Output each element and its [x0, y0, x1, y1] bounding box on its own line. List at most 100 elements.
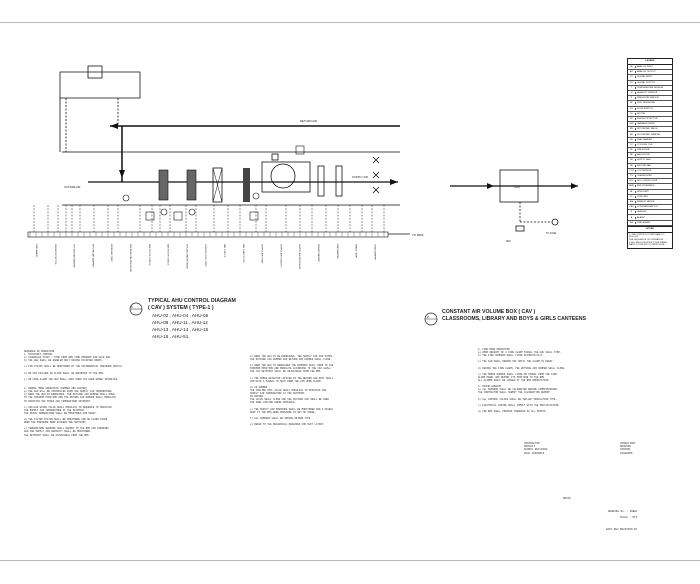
- cav-title-number: 2: [427, 315, 429, 319]
- legend-symbol: AO: [628, 71, 636, 74]
- title-block-line: HVAC CONTROLS: [524, 451, 545, 455]
- notes-line: 1. OCCUPANCY CONTROL: [24, 353, 53, 357]
- point-label: MIXED AIR TEMP: [110, 244, 113, 262]
- gauge-symbol: [188, 208, 196, 216]
- notes-line: 2. NORMAL MODE OPERATION (SUMMER AND WIN…: [24, 387, 88, 391]
- top-border-line: [0, 22, 700, 23]
- notes-line: FOR FREE COOLING WHERE POSSIBLE.: [250, 401, 296, 405]
- notes-line: ALARM PANEL AND REPORT ITS POSITION TO T…: [478, 375, 546, 379]
- notes-line: g) REFER TO THE MECHANICAL DRAWINGS FOR …: [250, 423, 325, 427]
- bottom-border-line: [0, 560, 700, 561]
- drawing-number: DRAWING No. : SHEET: [608, 510, 638, 513]
- notes-line: IN WINTER :: [250, 395, 266, 399]
- cav-box: [499, 169, 539, 203]
- notes-line: INITIATE A SIGNAL TO SHUT DOWN THE FAN U…: [250, 379, 322, 383]
- notes-line: c) THE FAN SHALL REMAIN OFF UNTIL THE AL…: [478, 360, 555, 364]
- point-label: BAG FILTER STATUS: [167, 244, 170, 266]
- sensor-symbol: [295, 145, 305, 155]
- notes-line: SUPPLY AIR TEMPERATURE AT THE SETPOINT.: [250, 392, 306, 396]
- supply-fan: [270, 163, 296, 189]
- point-label: SMOKE DETECTOR: [54, 244, 56, 265]
- legend-symbol: MD: [628, 133, 636, 136]
- sheet-number: SCALE : NTS: [620, 516, 638, 519]
- legend-symbol: DO: [628, 81, 636, 84]
- title-block-line: DRAWING: [620, 445, 631, 449]
- diagram-subtitle: ( CAV ) SYSTEM ( TYPE-1 ): [148, 305, 214, 311]
- legend-note-line: THE SEQUENCE OF OPERATION.: [629, 239, 664, 241]
- legend-description: FIRE DAMPER: [637, 138, 652, 141]
- legend-symbol: DP: [628, 102, 636, 105]
- notes-line: e) ON FIRE ALARM THE AHU SHALL SHUT DOWN…: [24, 377, 119, 381]
- legend-description: MOTORIZED VALVE: [637, 128, 658, 131]
- legend-description: CONSTANT AIR VOL.: [637, 206, 659, 209]
- notes-line: TO MAINTAIN THE MIXED AIR TEMPERATURE SE…: [24, 399, 92, 403]
- notes-line: d) IN SUMMER :: [250, 385, 271, 389]
- notes-line: a) WHEN THE AHU IS DE-ENERGIZED, THE SUP…: [250, 355, 334, 358]
- notes-line: THE COOLING COIL VALVE SHALL MODULATE TO…: [250, 389, 327, 393]
- point-label: FAN START/STOP: [242, 244, 245, 263]
- notes-line: c) FAN STATUS SHALL BE MONITORED BY THE …: [24, 365, 123, 369]
- cooling-coil-cross: [212, 167, 223, 203]
- legend-description: DDC CONTROLLER: [637, 180, 658, 183]
- pre-filter: [158, 169, 169, 201]
- damper-mark: [372, 156, 380, 164]
- cooling-coil: [212, 167, 223, 203]
- legend-symbol: DI: [628, 76, 636, 79]
- point-label: OUTSIDE AIR DAMPER: [73, 244, 76, 268]
- point-label: SMOKE DAMPER: [317, 244, 320, 262]
- notes-line: c) ELECTRICAL WIRING SHALL COMPLY WITH T…: [478, 403, 560, 407]
- legend-description: HUMIDITY SENSOR: [637, 92, 658, 95]
- title-circle: [129, 302, 143, 316]
- title-block-line: CONTROL: [620, 448, 631, 452]
- legend-symbol: VFD: [628, 123, 636, 126]
- legend-symbol: TS: [628, 175, 636, 178]
- cav-title: CONSTANT AIR VOLUME BOX ( CAV ): [442, 309, 536, 315]
- legend-symbol: T: [628, 86, 636, 89]
- point-label: FIRE DAMPER: [336, 244, 339, 259]
- control-valve-box: [87, 65, 103, 79]
- legend-description: BMS INTERFACE: [637, 185, 655, 188]
- legend-title: LEGEND: [628, 59, 672, 65]
- legend-description: DIGITAL OUTPUT: [637, 81, 655, 84]
- legend-symbol: CO2: [628, 169, 636, 172]
- legend-symbol: LL: [628, 195, 636, 198]
- fan-housing: [261, 161, 311, 193]
- legend-description: ANALOG OUTPUT: [637, 71, 656, 74]
- outside-air-label: OUTSIDE AIR: [64, 185, 81, 189]
- to-bms-label: TO BMS: [412, 233, 423, 237]
- legend-symbol: HL: [628, 190, 636, 193]
- legend-symbol: FA: [628, 221, 636, 224]
- point-label: SUPPLY AIR HUMIDITY: [279, 244, 282, 268]
- notes-column-2: a) WHEN THE AHU IS DE-ENERGIZED, THE SUP…: [250, 355, 455, 426]
- notes-line: ALL ALARMS SHALL BE LOGGED AT THE BMS WO…: [478, 378, 550, 382]
- notes-line: d) ON FAN FAILURE AN ALARM SHALL BE REPO…: [24, 371, 105, 375]
- legend-description: COOLING COIL: [637, 143, 653, 146]
- point-label: COOLING COIL TEMP: [204, 244, 206, 267]
- notes-line: d) DURING THE FIRE ALARM, THE OUTSIDE AI…: [478, 366, 566, 370]
- legend-symbol: PF: [628, 149, 636, 152]
- airflow-arrow: [390, 179, 398, 185]
- notes-line: c) THE SMOKE DETECTOR LOCATED IN THE RET…: [250, 376, 334, 380]
- legend-symbol: MV: [628, 128, 636, 131]
- cav-title-circle: [424, 312, 438, 326]
- sensor-symbol: [173, 211, 183, 221]
- notes-line: THE SUPPLY AIR TEMPERATURE AT THE SETPOI…: [24, 408, 86, 412]
- legend-description: BAG FILTER: [637, 154, 650, 157]
